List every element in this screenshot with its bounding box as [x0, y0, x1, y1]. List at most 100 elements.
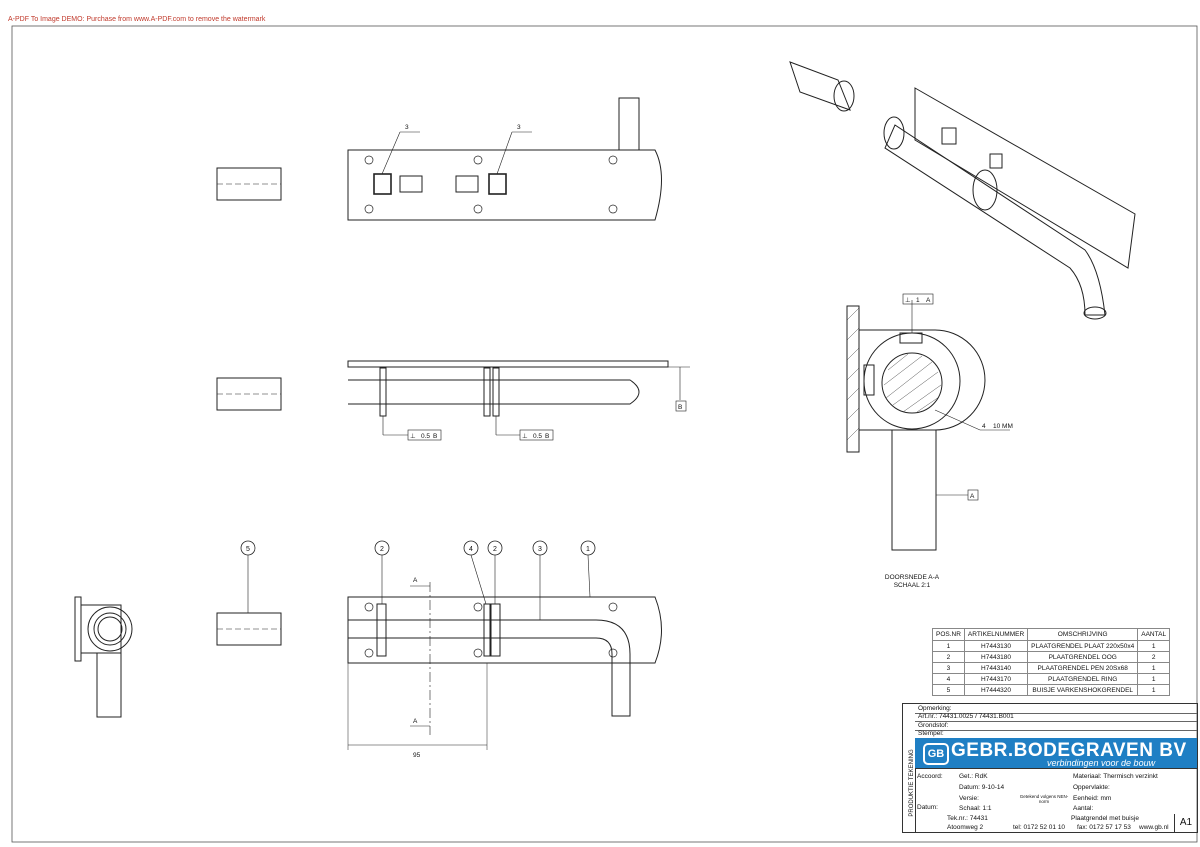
perp-symbol-section: ⊥ [905, 297, 911, 304]
view-section-aa [846, 293, 1010, 551]
tb-versie: Versie: [959, 795, 979, 802]
table-row: 1 H7443130 PLAATGRENDEL PLAAT 220x50x4 1 [932, 640, 1171, 652]
bom-cell: 1 [1137, 640, 1171, 652]
balloon-circle [374, 540, 390, 556]
bom-header-row: POS.NR ARTIKELNUMMER OMSCHRIJVING AANTAL [932, 628, 1171, 641]
weld-section-length: 10 MM [993, 423, 1013, 430]
bom-header-aantal: AANTAL [1137, 628, 1171, 641]
tb-accoord: Accoord: [917, 773, 943, 780]
view-tube-side [216, 377, 282, 411]
tb-datum: Datum: 9-10-14 [959, 784, 1005, 791]
table-row: 2 H7443180 PLAATGRENDEL OOG 2 [932, 651, 1171, 663]
bom-cell: 1 [1137, 662, 1171, 674]
tb-materiaal: Materiaal: Thermisch verzinkt [1073, 773, 1158, 780]
section-scale: SCHAAL 2:1 [894, 582, 931, 589]
tb-fax: fax: 0172 57 17 53 [1077, 824, 1131, 831]
bom-cell: PLAATGRENDEL PLAAT 220x50x4 [1027, 640, 1139, 652]
section-title: DOORSNEDE A-A [885, 574, 940, 581]
perp-datum-2: B [545, 433, 549, 440]
tb-schaal: Schaal: 1:1 [959, 805, 992, 812]
section-mark-top: A [413, 577, 418, 584]
tb-address: Atoomweg 2 [947, 824, 984, 831]
tb-datum2: Datum: [917, 804, 938, 811]
tb-eenheid: Eenheid: mm [1073, 795, 1112, 802]
tb-teknr: Tek.nr.: 74431 [947, 815, 988, 822]
balloon-1: 1 [586, 546, 590, 553]
title-block: Opmerking: Art.nr.: 74431.0025 / 74431.B… [902, 703, 1198, 833]
balloon-4: 4 [469, 546, 473, 553]
company-tagline: verbindingen voor de bouw [1047, 758, 1156, 768]
section-mark-bottom: A [413, 718, 418, 725]
bom-cell: 1 [1137, 673, 1171, 685]
bom-cell: 3 [932, 662, 965, 674]
perp-tol-1: 0.5 [421, 433, 430, 440]
tb-omschrijving: Plaatgrendel met buisje [1071, 815, 1139, 822]
dimension-95: 95 [413, 752, 421, 759]
tb-grondstof: Grondstof: [915, 721, 1197, 731]
bom-cell: H7443180 [963, 651, 1029, 663]
view-end [74, 596, 133, 718]
balloon-3: 3 [538, 546, 542, 553]
bom-cell: H7443140 [963, 662, 1029, 674]
watermark: A-PDF To Image DEMO: Purchase from www.A… [8, 16, 266, 23]
bom-cell: H7443170 [963, 673, 1029, 685]
balloon-leaders [247, 554, 591, 620]
tb-oppervlakte: Oppervlakte: [1073, 784, 1110, 791]
balloon-2: 2 [493, 546, 497, 553]
balloon-circle [580, 540, 596, 556]
table-row: 5 H7444320 BUISJE VARKENSHOKGRENDEL 1 [932, 684, 1171, 696]
tb-get: Get.: RdK [959, 773, 988, 780]
view-isometric [789, 61, 1136, 320]
bom-header-omschrijving: OMSCHRIJVING [1027, 628, 1139, 641]
bom-header-artikel: ARTIKELNUMMER [963, 628, 1029, 641]
datum-b-label: B [678, 404, 682, 411]
bom-cell: PLAATGRENDEL RING [1027, 673, 1139, 685]
datum-a-ref: A [926, 297, 931, 304]
perp-symbol-1: ⊥ [410, 433, 416, 440]
bom-cell: 2 [1137, 651, 1171, 663]
tb-opmerking: Opmerking: [915, 704, 1197, 714]
weld-symbol-1: 3 [405, 124, 409, 131]
bom-cell: 4 [932, 673, 965, 685]
datum-a-label: A [970, 493, 975, 500]
bom-cell: 5 [932, 684, 965, 696]
perp-symbol-2: ⊥ [522, 433, 528, 440]
bom-cell: 1 [932, 640, 965, 652]
bom-cell: H7444320 [963, 684, 1029, 696]
tb-aantal: Aantal: [1073, 805, 1094, 812]
balloon-5: 5 [246, 546, 250, 553]
balloon-circle [463, 540, 479, 556]
table-row: 3 H7443140 PLAATGRENDEL PEN 20Sx68 1 [932, 662, 1171, 674]
view-tube-top [216, 167, 282, 201]
perp-datum-1: B [433, 433, 437, 440]
tb-nen-note: Getekend volgens NEN-norm [1019, 794, 1069, 804]
bom-header-posnr: POS.NR [932, 628, 965, 641]
tb-web: www.gb.nl [1139, 824, 1169, 831]
view-bolt-top [347, 582, 662, 750]
bill-of-materials: POS.NR ARTIKELNUMMER OMSCHRIJVING AANTAL… [932, 628, 1171, 696]
perp-tol-2: 0.5 [533, 433, 542, 440]
view-tube-bottom [216, 612, 282, 646]
bom-cell: PLAATGRENDEL PEN 20Sx68 [1027, 662, 1139, 674]
bom-cell: BUISJE VARKENSHOKGRENDEL [1027, 684, 1139, 696]
gb-logo-icon: GB [923, 743, 949, 765]
sheet-border [11, 25, 1198, 843]
table-row: 4 H7443170 PLAATGRENDEL RING 1 [932, 673, 1171, 685]
view-bolt-side [347, 360, 690, 441]
balloon-2: 2 [380, 546, 384, 553]
tb-vertical-label: PRODUKTIE TEKENING [903, 738, 916, 832]
balloon-circle [487, 540, 503, 556]
weld-section-size: 4 [982, 423, 986, 430]
bom-cell: 2 [932, 651, 965, 663]
perp-tol-section: 1 [916, 297, 920, 304]
company-name: GEBR.BODEGRAVEN BV [951, 740, 1187, 761]
balloon-circle [240, 540, 256, 556]
weld-symbol-2: 3 [517, 124, 521, 131]
bom-cell: H7443130 [963, 640, 1029, 652]
sheet-size: A1 [1174, 814, 1197, 832]
view-plate-front [347, 97, 662, 221]
tb-tel: tel: 0172 52 01 10 [1013, 824, 1066, 831]
bom-cell: PLAATGRENDEL OOG [1027, 651, 1139, 663]
tb-artnr: Art.nr.: 74431.0025 / 74431.B001 [915, 712, 1197, 722]
